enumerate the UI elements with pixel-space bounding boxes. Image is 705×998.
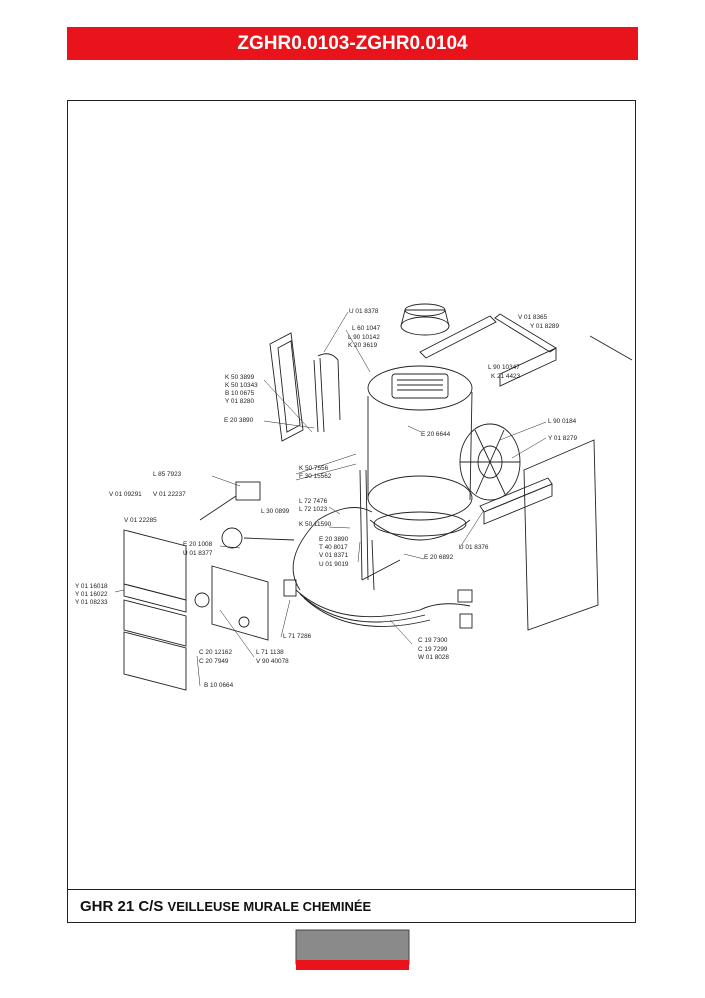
document-code: ZGHR0.0103-ZGHR0.0104 — [237, 32, 468, 54]
part-label: E 20 6644 — [421, 431, 451, 438]
boiler-body — [367, 365, 473, 541]
part-label: E 20 3890 — [319, 536, 349, 543]
part-label: Y 01 08233 — [75, 599, 108, 606]
part-label: C 19 7299 — [418, 646, 448, 653]
wire-harness — [283, 507, 473, 629]
fan-assembly — [459, 423, 521, 501]
part-label: Y 01 16018 — [75, 583, 108, 590]
part-label: L 85 7923 — [153, 471, 182, 478]
part-label: L 72 1023 — [299, 506, 328, 513]
gas-valve — [199, 481, 295, 549]
part-label: K 21 4423 — [491, 373, 521, 380]
model-name: GHR 21 C/S — [80, 898, 164, 915]
part-label: K 20 3619 — [348, 342, 378, 349]
part-label: L 30 0899 — [261, 508, 290, 515]
part-label: U 01 8376 — [459, 544, 489, 551]
part-label: L 90 10347 — [488, 364, 520, 371]
document-title-bar: ZGHR0.0103-ZGHR0.0104 — [67, 27, 638, 60]
part-label: V 01 8365 — [518, 314, 548, 321]
control-panel — [194, 565, 269, 641]
part-label: K 50 3899 — [225, 374, 255, 381]
part-label: E 20 1008 — [183, 541, 213, 548]
part-label: Y 01 16022 — [75, 591, 108, 598]
part-label: V 90 40078 — [256, 658, 289, 665]
part-label: L 71 7286 — [283, 633, 312, 640]
part-label: U 01 9019 — [319, 561, 349, 568]
part-label: B 10 0675 — [225, 390, 255, 397]
part-label: L 90 0184 — [548, 418, 577, 425]
part-label: Y 01 8280 — [225, 398, 255, 405]
part-label: U 01 8377 — [183, 550, 213, 557]
part-label: U 01 8378 — [349, 308, 379, 315]
part-label: L 60 1047 — [352, 325, 381, 332]
top-crossbar — [419, 313, 633, 387]
part-label: E 20 3890 — [224, 417, 254, 424]
geminox-logo — [295, 929, 410, 970]
flue-hood — [400, 303, 450, 336]
part-label: Y 01 8279 — [548, 435, 578, 442]
part-label: L 90 10142 — [348, 334, 380, 341]
right-bracket — [479, 477, 553, 525]
footer-title: GHR 21 C/S VEILLEUSE MURALE CHEMINÉE — [80, 898, 371, 915]
part-label: T 40 8017 — [319, 544, 348, 551]
part-label: L 72 7476 — [299, 498, 328, 505]
part-label: Y 01 8289 — [530, 323, 560, 330]
part-label: E 20 6892 — [424, 554, 454, 561]
part-label: C 20 7949 — [199, 658, 229, 665]
part-label: K 50 10343 — [225, 382, 258, 389]
part-label: K 50 7556 — [299, 465, 329, 472]
part-label: K 50 11590 — [299, 521, 332, 528]
part-label: V 01 22285 — [124, 517, 157, 524]
front-panels — [123, 529, 187, 691]
part-label: V 01 22237 — [153, 491, 186, 498]
part-label: F 30 15562 — [299, 473, 332, 480]
part-label: W 01 8028 — [418, 654, 449, 661]
part-label: L 71 1138 — [256, 649, 284, 656]
model-description: VEILLEUSE MURALE CHEMINÉE — [167, 899, 372, 914]
part-label: B 10 0664 — [204, 682, 234, 689]
footer-divider — [68, 889, 635, 890]
part-label: C 19 7300 — [418, 637, 448, 644]
side-panel-left — [269, 332, 304, 442]
side-panel-right — [523, 439, 599, 631]
vertical-pipes — [313, 353, 401, 591]
drawing-frame: GHR 21 C/S VEILLEUSE MURALE CHEMINÉE — [67, 100, 636, 923]
part-label: C 20 12162 — [199, 649, 233, 656]
part-label: V 01 09291 — [109, 491, 142, 498]
leader-lines — [114, 311, 547, 687]
part-label: V 01 8371 — [319, 552, 349, 559]
